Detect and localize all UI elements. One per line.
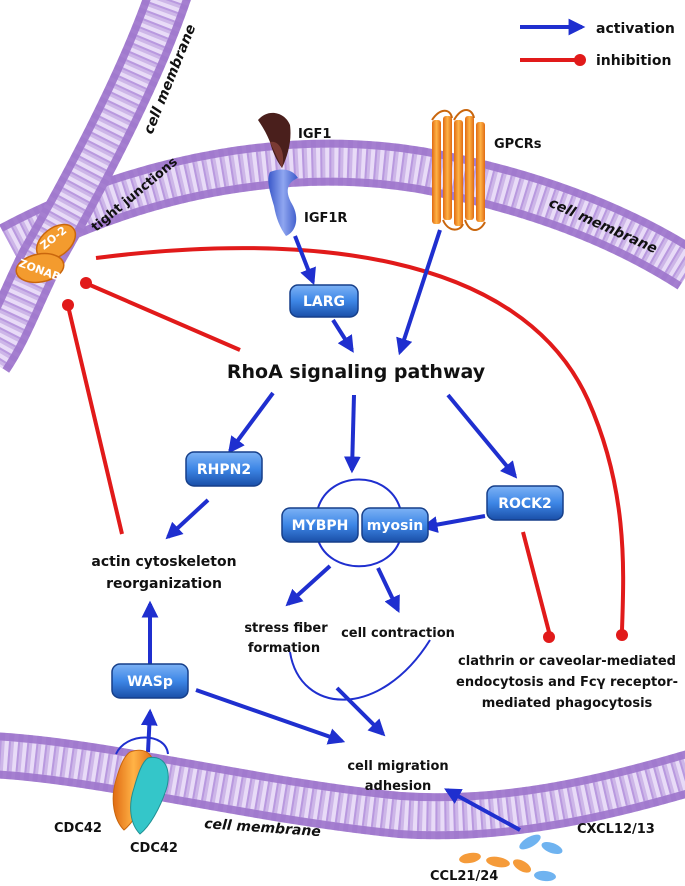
gpcr-receptor [431,109,486,231]
membrane-top-right [0,139,685,290]
zonab-protein [15,252,65,284]
membrane-bottom [0,732,685,840]
node-rhpn2-label: RHPN2 [197,462,251,478]
myosin-ring-bottom [317,539,401,568]
arrow-rock2-myosin [420,514,486,533]
inhibit-dot-rhoa-tj [80,277,92,289]
endocytosis-line1: clathrin or caveolar-mediated [458,654,676,669]
inhibit-rhoa-to-tj [89,283,241,352]
actin-label-line1: actin cytoskeleton [91,554,236,570]
inhibit-dot-actin-tj [62,299,74,311]
legend-inhibition-dot [574,54,586,66]
arrow-larg-rhoa [331,318,354,353]
node-mybph[interactable]: MYBPH [281,507,359,543]
arrow-myosin-contraction [376,567,400,614]
cdc42-left-label: CDC42 [54,821,102,836]
arrow-rhoa-rhpn2 [227,391,275,454]
node-myosin-label: myosin [367,518,423,534]
node-rock2-label: ROCK2 [498,496,552,512]
arrow-wasp-migration [195,688,346,745]
node-myosin[interactable]: myosin [361,507,429,543]
arrow-chemokine-migration [444,788,521,832]
activation-edges [140,229,521,832]
inhibit-dot-endocytosis-rock2 [543,631,555,643]
node-rock2[interactable]: ROCK2 [486,485,564,521]
arrow-rhoa-rock2 [446,393,518,479]
cdc42-right-label: CDC42 [130,841,178,856]
contraction-curve [289,639,431,701]
arrow-myosin-stress [285,564,332,607]
endocytosis-line3: mediated phagocytosis [482,696,653,711]
legend-inhibition-label: inhibition [596,53,671,69]
igf1-label: IGF1 [298,127,331,142]
cell-contraction-label: cell contraction [341,626,455,641]
cdc42-proteins [112,736,169,835]
igf1r-label: IGF1R [304,211,347,226]
inhibit-rock2-to-endocytosis [521,531,551,633]
arrow-gpcr-rhoa [396,229,442,356]
arrow-igf1r-larg [293,235,316,286]
node-mybph-label: MYBPH [292,518,349,534]
stress-fiber-line1: stress fiber [244,621,328,636]
chemokine-cluster [459,834,563,882]
inhibit-endocytosis-to-tj [95,246,626,631]
inhibition-edges [62,246,628,643]
migration-line1: cell migration [347,759,448,774]
endocytosis-line2: endocytosis and Fcγ receptor- [456,675,678,690]
ccl-label: CCL21/24 [430,869,498,884]
node-larg[interactable]: LARG [289,284,359,318]
actin-label-line2: reorganization [106,576,222,592]
igf1-ligand [258,112,291,168]
myosin-ring-top [317,478,401,509]
cxcl-label: CXCL12/13 [577,822,655,837]
node-larg-label: LARG [303,294,345,310]
inhibit-actin-to-tj [67,309,124,535]
stress-fiber-line2: formation [248,641,320,656]
migration-line2: adhesion [365,779,432,794]
arrow-rhoa-myosin [343,394,361,474]
inhibit-dot-endocytosis-tj [616,629,628,641]
tight-junction-proteins: ZO-2 ZONAB [15,223,77,284]
node-wasp[interactable]: WASp [111,663,189,699]
rhoa-pathway-label: RhoA signaling pathway [227,361,486,383]
node-wasp-label: WASp [127,674,173,690]
arrow-cdc42-wasp [140,708,158,753]
node-rhpn2[interactable]: RHPN2 [185,451,263,487]
legend-activation-label: activation [596,21,675,37]
legend: activation inhibition [520,18,675,69]
igf1r-receptor [268,169,298,236]
gpcrs-label: GPCRs [494,137,542,152]
arrow-rhpn2-actin [165,498,210,540]
arrow-contraction-migration [335,686,386,737]
